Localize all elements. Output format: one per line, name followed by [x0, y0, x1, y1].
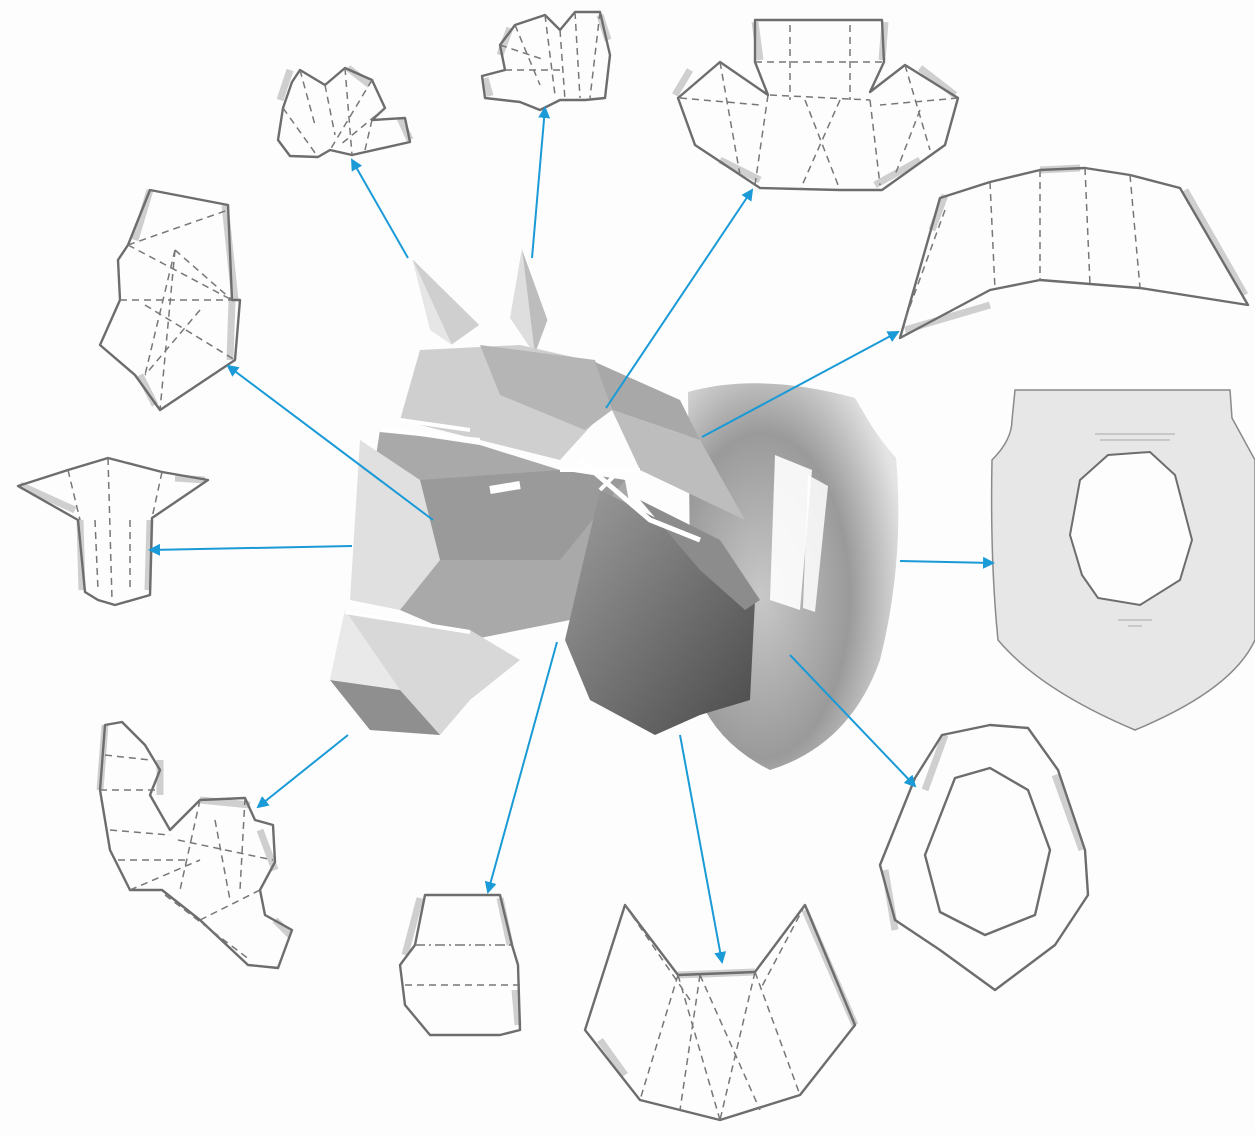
net-right-ear [480, 10, 612, 112]
net-plaque [990, 389, 1255, 731]
arrow-to-muzzle [256, 734, 349, 809]
horse-head-model [330, 246, 899, 770]
arrow-to-forehead [605, 188, 754, 409]
net-left-ear [276, 65, 414, 159]
net-plaque-ring [878, 723, 1090, 992]
arrow-to-neck-band [701, 331, 900, 438]
arrow-to-left-ear [351, 158, 409, 259]
net-muzzle [96, 720, 294, 970]
connector-arrows [148, 106, 995, 964]
net-side-head [98, 188, 242, 412]
arrow-to-plaque-ring [789, 654, 917, 788]
net-neck-band [898, 164, 1250, 340]
net-nose-front [16, 456, 210, 607]
arrow-to-nose-front [148, 543, 353, 556]
net-jaw [398, 893, 522, 1037]
plaque-hole [1068, 450, 1194, 607]
arrow-to-jaw [484, 641, 558, 894]
net-forehead [671, 18, 960, 192]
plaque-fine-print-marks [1095, 433, 1175, 627]
arrow-to-plaque [899, 556, 995, 569]
arrow-to-throat [679, 734, 727, 964]
arrow-to-right-ear [531, 106, 551, 259]
net-throat [583, 903, 859, 1122]
arrow-to-side-head [226, 364, 434, 521]
